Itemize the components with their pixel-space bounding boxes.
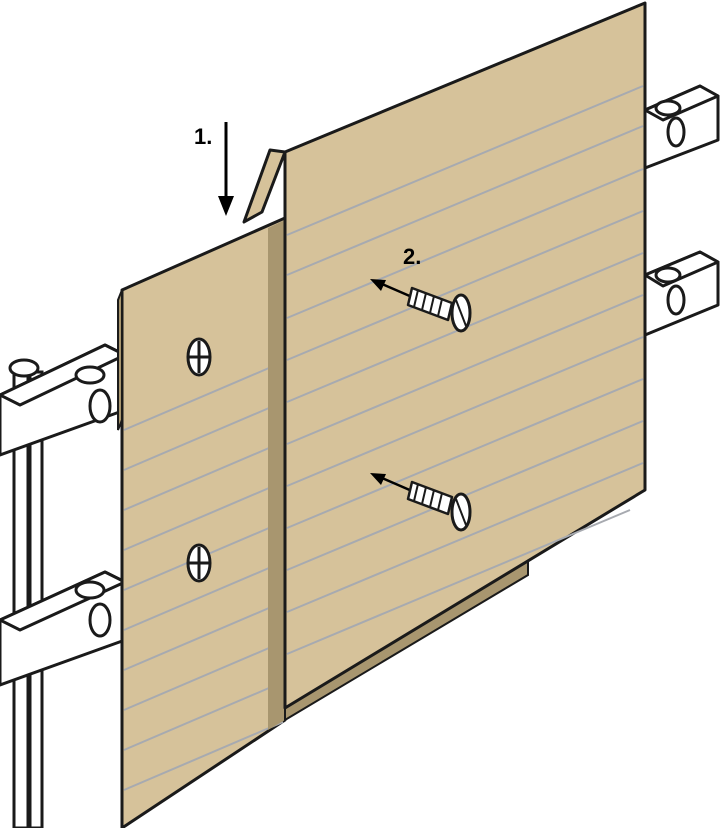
screw-icon [370,473,472,532]
right-rail-lower [643,250,720,337]
front-siding-panel [242,1,647,710]
step-2-label: 2. [403,244,421,269]
step-1-indicator: 1. [194,122,234,216]
down-arrow-icon [218,122,234,216]
left-rail-upper [0,343,127,457]
left-rail-lower [0,570,127,687]
step-1-label: 1. [194,124,212,149]
screw-head-lower [186,543,212,583]
right-rail-upper [643,84,720,170]
step-2-indicator: 2. [370,244,472,532]
back-siding-panel [117,216,529,828]
vertical-posts [8,358,44,828]
screw-icon [370,279,472,333]
screw-head-upper [186,337,212,377]
